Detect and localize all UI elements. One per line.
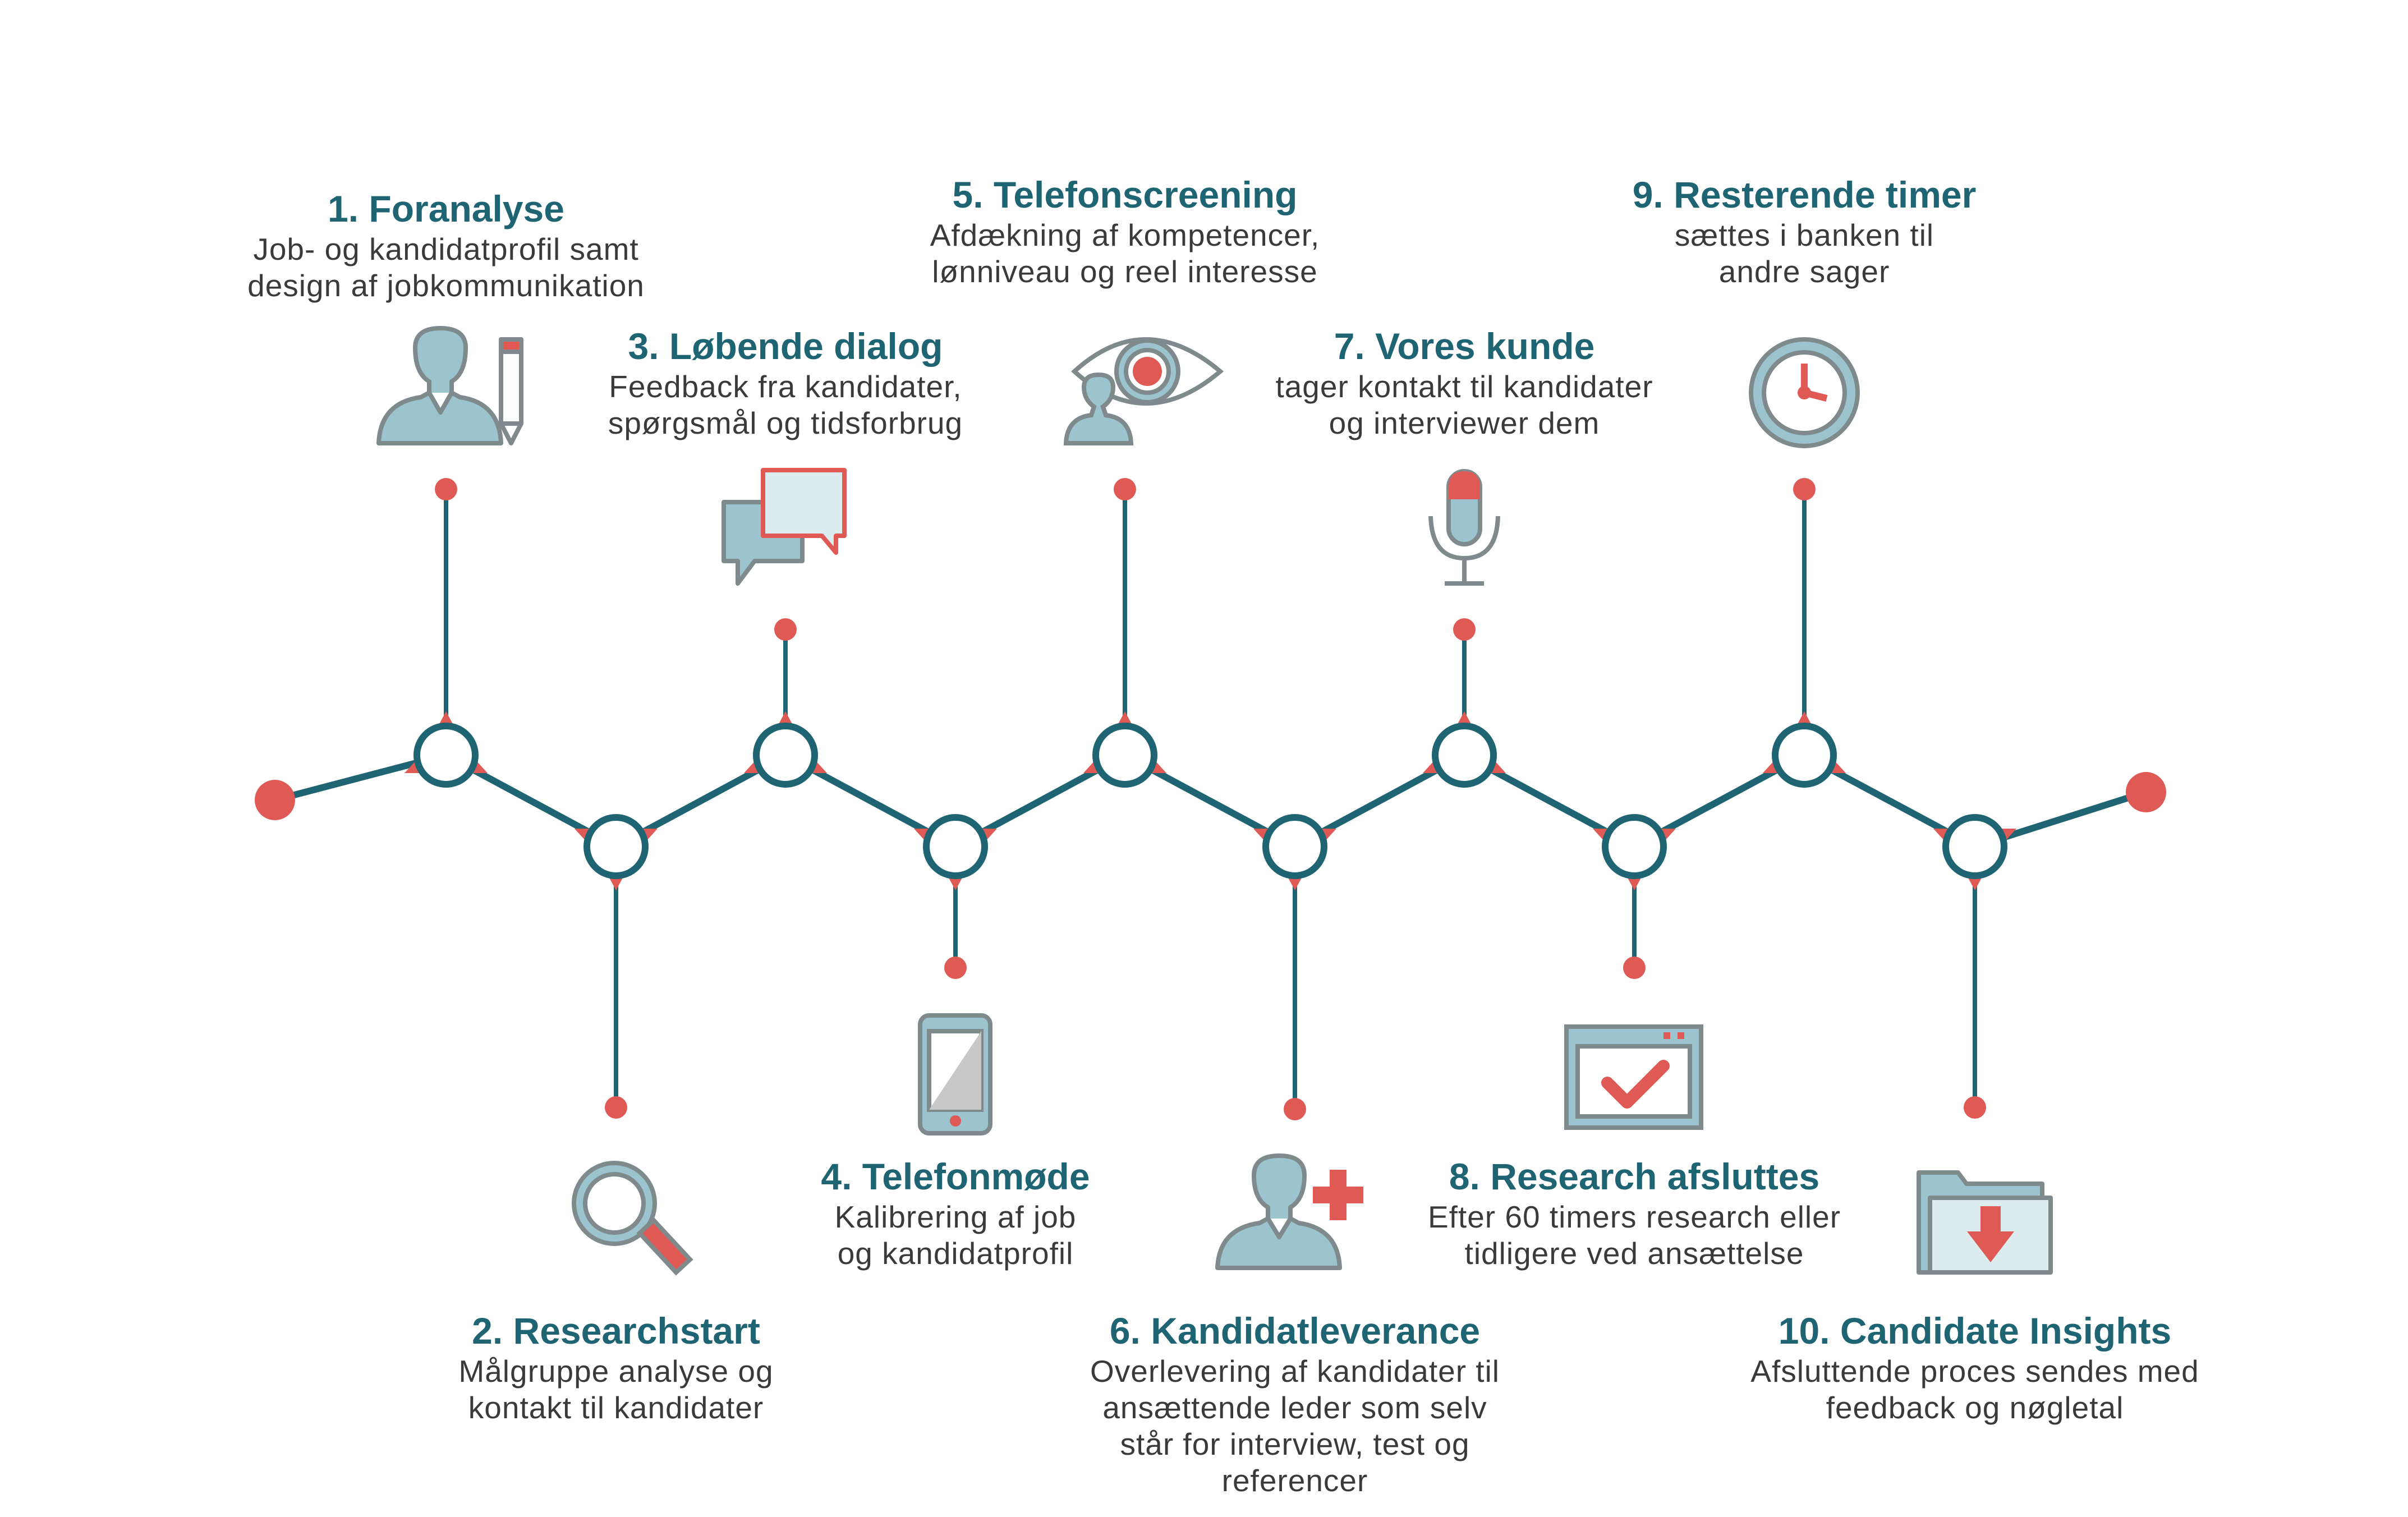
nodes bbox=[413, 723, 2007, 879]
node-triangles bbox=[405, 711, 2016, 890]
node-3 bbox=[753, 723, 818, 788]
node-triangle bbox=[948, 876, 963, 890]
node-triangle bbox=[1117, 711, 1133, 726]
step-title: 2. Researchstart bbox=[472, 1310, 760, 1351]
step-description-line: kontakt til kandidater bbox=[468, 1390, 764, 1425]
step-title: 10. Candidate Insights bbox=[1779, 1310, 2171, 1351]
step-description-line: lønniveau og reel interesse bbox=[932, 254, 1317, 289]
node-triangle bbox=[1456, 711, 1472, 726]
step-title: 3. Løbende dialog bbox=[628, 325, 943, 367]
smartphone-icon bbox=[918, 1013, 992, 1136]
magnifier-icon bbox=[572, 1161, 693, 1276]
step-description-line: Overlevering af kandidater til bbox=[1090, 1354, 1500, 1389]
step-description-line: Afdækning af kompetencer, bbox=[930, 218, 1320, 252]
step-description-line: tager kontakt til kandidater bbox=[1275, 369, 1653, 404]
node-triangle bbox=[1287, 876, 1303, 890]
browser-check-icon bbox=[1564, 1024, 1703, 1130]
step-description-line: referencer bbox=[1222, 1463, 1368, 1498]
step-description-line: Job- og kandidatprofil samt bbox=[253, 232, 638, 266]
step-description-line: spørgsmål og tidsforbrug bbox=[608, 406, 963, 440]
node-triangle bbox=[1626, 876, 1642, 890]
step-description-line: og interviewer dem bbox=[1329, 406, 1600, 440]
node-2 bbox=[583, 814, 649, 879]
eye-person-icon bbox=[1063, 337, 1224, 445]
step-title: 5. Telefonscreening bbox=[953, 174, 1298, 215]
step-description-line: står for interview, test og bbox=[1120, 1427, 1469, 1461]
node-triangle bbox=[1967, 876, 1983, 890]
node-triangle bbox=[778, 711, 793, 726]
clock-icon bbox=[1749, 337, 1860, 448]
step-description-line: ansættende leder som selv bbox=[1102, 1390, 1487, 1425]
step-title: 7. Vores kunde bbox=[1334, 325, 1595, 367]
step-description-line: Kalibrering af job bbox=[835, 1199, 1077, 1234]
chat-bubbles-icon bbox=[722, 468, 847, 586]
step-description-line: Efter 60 timers research eller bbox=[1428, 1199, 1841, 1234]
folder-download-icon bbox=[1917, 1170, 2053, 1275]
timeline-end-dot bbox=[2126, 772, 2166, 812]
node-8 bbox=[1602, 814, 1667, 879]
node-9 bbox=[1772, 723, 1837, 788]
step-description-line: design af jobkommunikation bbox=[247, 268, 645, 303]
node-triangle bbox=[608, 876, 624, 890]
person-plus-icon bbox=[1215, 1153, 1363, 1270]
timeline-line bbox=[274, 752, 2147, 850]
step-title: 9. Resterende timer bbox=[1633, 174, 1977, 215]
step-title: 4. Telefonmøde bbox=[821, 1156, 1090, 1197]
microphone-icon bbox=[1428, 469, 1500, 586]
step-title: 1. Foranalyse bbox=[328, 188, 564, 229]
step-title: 6. Kandidatleverance bbox=[1110, 1310, 1480, 1351]
step-title: 8. Research afsluttes bbox=[1449, 1156, 1819, 1197]
node-1 bbox=[413, 723, 479, 788]
node-triangle bbox=[1796, 711, 1812, 726]
node-7 bbox=[1432, 723, 1497, 788]
node-triangle bbox=[438, 711, 454, 726]
step-description-line: tidligere ved ansættelse bbox=[1465, 1236, 1804, 1271]
node-4 bbox=[923, 814, 988, 879]
step-description-line: Feedback fra kandidater, bbox=[609, 369, 962, 404]
person-pencil-icon bbox=[376, 326, 523, 445]
node-6 bbox=[1262, 814, 1327, 879]
node-10 bbox=[1942, 814, 2007, 879]
step-description-line: andre sager bbox=[1719, 254, 1890, 289]
step-description-line: sættes i banken til bbox=[1675, 218, 1934, 252]
step-description-line: og kandidatprofil bbox=[838, 1236, 1074, 1271]
step-description-line: Afsluttende proces sendes med bbox=[1750, 1354, 2199, 1389]
timeline-start-dot bbox=[255, 780, 295, 820]
stem-end-dots bbox=[435, 478, 1986, 1120]
step-description-line: Målgruppe analyse og bbox=[458, 1354, 773, 1389]
step-description-line: feedback og nøgletal bbox=[1826, 1390, 2124, 1425]
node-5 bbox=[1092, 723, 1157, 788]
